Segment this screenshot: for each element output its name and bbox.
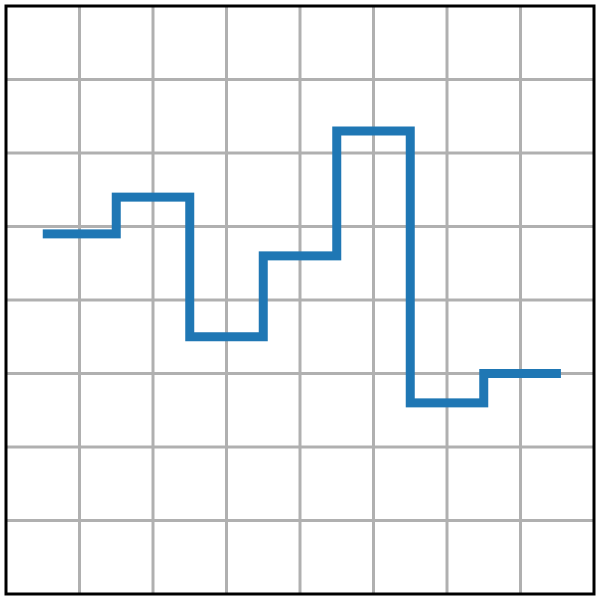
series-line [42, 126, 561, 408]
plot-frame [4, 4, 596, 596]
series-group [42, 126, 561, 408]
